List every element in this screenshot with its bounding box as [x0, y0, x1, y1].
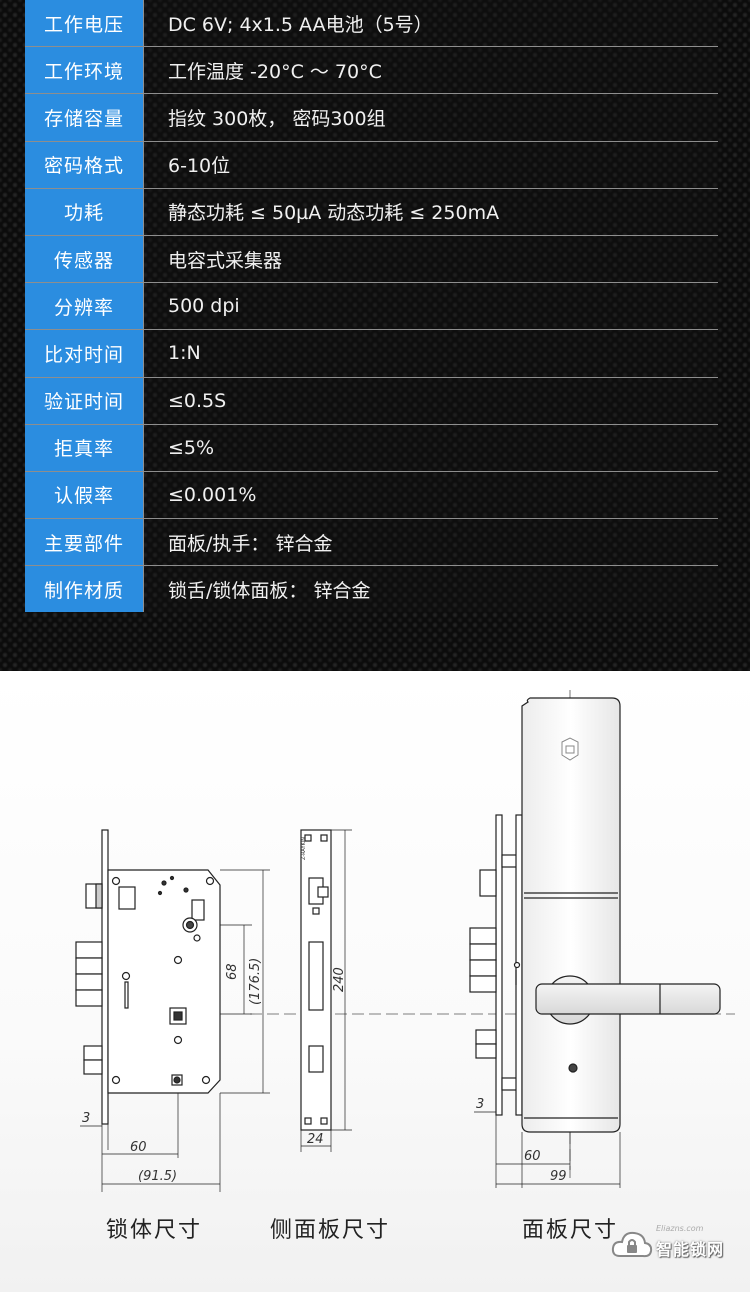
dim-lock-3: 3 — [82, 1111, 90, 1126]
spec-label: 工作环境 — [25, 46, 144, 95]
spec-value: ≤0.001% — [143, 471, 718, 520]
spec-value: DC 6V; 4x1.5 AA电池（5号） — [143, 0, 718, 48]
dim-lock-91-5: (91.5) — [138, 1169, 177, 1184]
watermark-name: 智能锁网 — [656, 1240, 725, 1259]
spec-value: 6-10位 — [143, 141, 718, 189]
spec-value: 电容式采集器 — [143, 235, 718, 284]
technical-drawing: 68 (176.5) 3 60 (91.5) 240 24 Z-RAYKIN 3… — [75, 690, 735, 1192]
panel-drawing — [469, 690, 721, 1188]
dim-lock-68: 68 — [225, 963, 240, 980]
spec-label: 密码格式 — [25, 141, 144, 189]
side-panel-drawing — [300, 829, 352, 1152]
dim-panel-3: 3 — [476, 1097, 484, 1112]
spec-value: 静态功耗 ≤ 50µA 动态功耗 ≤ 250mA — [143, 188, 718, 236]
drawing-section: 68 (176.5) 3 60 (91.5) 240 24 Z-RAYKIN 3… — [0, 671, 750, 1292]
spec-row: 制作材质锁舌/锁体面板： 锌合金 — [25, 565, 718, 613]
spec-label: 验证时间 — [25, 377, 144, 425]
side-panel-brand: Z-RAYKIN — [301, 837, 307, 860]
spec-value: 指纹 300枚， 密码300组 — [143, 93, 718, 142]
lock-body-drawing — [75, 829, 270, 1192]
spec-label: 存储容量 — [25, 93, 144, 142]
caption-side-panel: 侧面板尺寸 — [270, 1218, 391, 1243]
watermark-url: Eliazns.com — [656, 1224, 704, 1233]
spec-row: 验证时间≤0.5S — [25, 377, 718, 425]
spec-value: 锁舌/锁体面板： 锌合金 — [143, 565, 718, 613]
dim-panel-60: 60 — [524, 1149, 541, 1164]
spec-label: 功耗 — [25, 188, 144, 236]
spec-value: 500 dpi — [143, 282, 718, 331]
spec-row: 功耗静态功耗 ≤ 50µA 动态功耗 ≤ 250mA — [25, 188, 718, 236]
spec-label: 主要部件 — [25, 518, 144, 567]
spec-value: 面板/执手： 锌合金 — [143, 518, 718, 567]
watermark: Eliazns.com 智能锁网 — [610, 1222, 730, 1270]
dim-lock-176-5: (176.5) — [248, 958, 263, 1005]
caption-lock-body: 锁体尺寸 — [106, 1218, 203, 1243]
spec-label: 拒真率 — [25, 424, 144, 472]
dim-side-24: 24 — [307, 1132, 324, 1147]
spec-row: 拒真率≤5% — [25, 424, 718, 472]
dim-lock-60: 60 — [130, 1140, 147, 1155]
spec-label: 制作材质 — [25, 565, 144, 613]
spec-row: 认假率≤0.001% — [25, 471, 718, 520]
spec-label: 比对时间 — [25, 329, 144, 378]
dim-side-240: 240 — [332, 967, 347, 992]
spec-label: 传感器 — [25, 235, 144, 284]
spec-label: 工作电压 — [25, 0, 144, 48]
spec-label: 分辨率 — [25, 282, 144, 331]
spec-row: 传感器电容式采集器 — [25, 235, 718, 284]
spec-value: ≤0.5S — [143, 377, 718, 425]
spec-row: 存储容量指纹 300枚， 密码300组 — [25, 93, 718, 142]
cloud-lock-icon — [611, 1231, 653, 1258]
spec-value: 工作温度 -20°C ～ 70°C — [143, 46, 718, 95]
dim-panel-99: 99 — [550, 1169, 567, 1184]
spec-label: 认假率 — [25, 471, 144, 520]
spec-value: ≤5% — [143, 424, 718, 472]
caption-panel: 面板尺寸 — [522, 1218, 619, 1243]
spec-row: 主要部件面板/执手： 锌合金 — [25, 518, 718, 567]
spec-row: 工作环境工作温度 -20°C ～ 70°C — [25, 46, 718, 95]
spec-value: 1:N — [143, 329, 718, 378]
